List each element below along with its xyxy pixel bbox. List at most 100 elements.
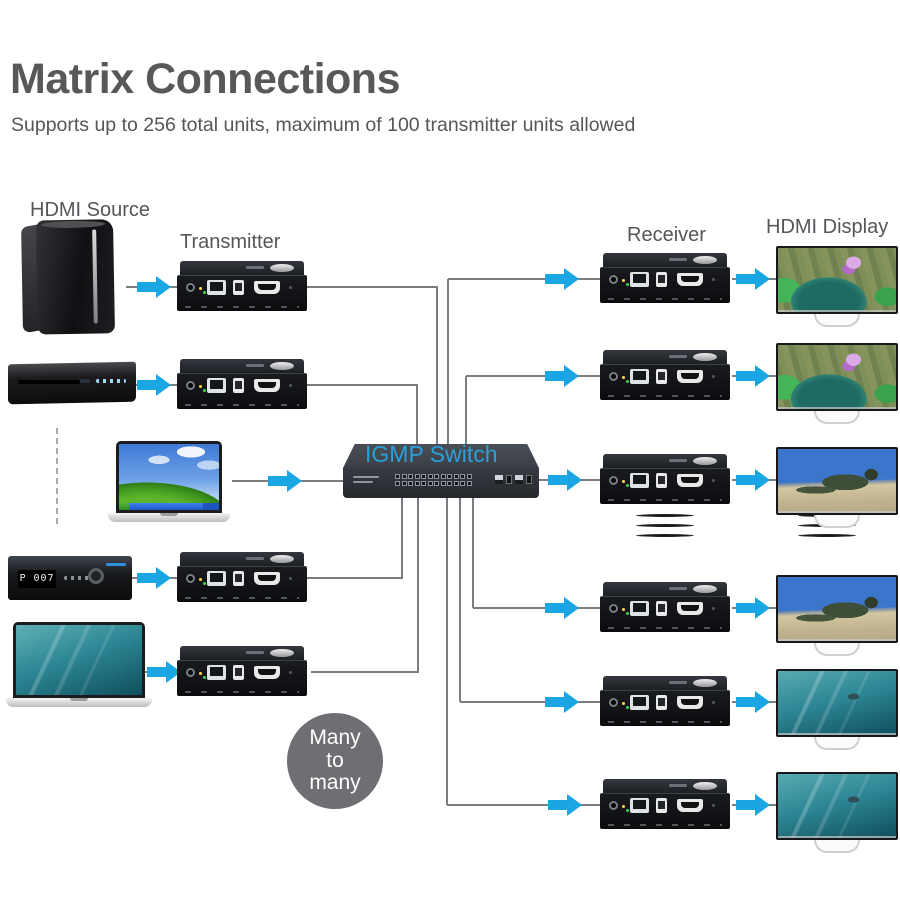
display-screen-lizard <box>776 447 898 515</box>
switch-port <box>460 474 465 479</box>
laptop-wallpaper <box>16 625 142 695</box>
usb-port <box>233 571 244 586</box>
extender-front-face <box>600 267 730 303</box>
usb-port <box>656 272 667 287</box>
switch-port <box>434 474 439 479</box>
flow-arrow-icon <box>548 794 582 816</box>
display-screen-lizard <box>776 575 898 643</box>
source-dvd-player <box>8 361 136 405</box>
port-labels <box>185 597 299 599</box>
display-stand <box>814 515 860 528</box>
extender-top-face <box>603 779 727 793</box>
audio-port <box>609 275 618 284</box>
power-led <box>622 702 625 705</box>
extender-top-face <box>180 646 304 660</box>
more-units-dashed-line <box>56 428 58 524</box>
audio-port <box>186 283 195 292</box>
brand-mark <box>246 557 264 560</box>
brand-mark <box>669 459 687 462</box>
power-led <box>199 672 202 675</box>
power-led <box>199 578 202 581</box>
ethernet-port <box>203 378 226 393</box>
ethernet-port <box>203 665 226 680</box>
audio-port <box>609 801 618 810</box>
connection-line <box>447 804 602 806</box>
connection-line <box>446 492 448 805</box>
usb-port <box>656 369 667 384</box>
switch-port-grid <box>395 474 472 486</box>
hdmi-display-2 <box>776 343 898 424</box>
logo-oval <box>693 353 717 361</box>
power-led <box>622 376 625 379</box>
laptop-screen <box>116 441 222 513</box>
usb-port <box>233 378 244 393</box>
flow-arrow-icon <box>137 567 171 589</box>
switch-port <box>401 474 407 479</box>
laptop-base <box>108 513 230 522</box>
ethernet-port <box>626 695 649 710</box>
display-stand <box>814 840 860 853</box>
label-hdmi-display: HDMI Display <box>766 216 889 238</box>
many-to-many-badge: Many to many <box>287 713 383 809</box>
switch-port <box>447 481 452 486</box>
switch-print <box>353 476 379 486</box>
flow-arrow-icon <box>545 365 579 387</box>
extender-front-face <box>600 690 730 726</box>
power-led <box>622 279 625 282</box>
port-labels <box>185 306 299 308</box>
port-labels <box>608 721 722 723</box>
dvd-disc-tray <box>18 380 80 384</box>
switch-port <box>421 474 426 479</box>
flow-arrow-icon <box>736 268 770 290</box>
hdmi-port <box>254 379 280 392</box>
uplink-rj45-port <box>495 475 503 484</box>
power-led <box>622 805 625 808</box>
flow-arrow-icon <box>736 365 770 387</box>
extender-top-face <box>603 582 727 596</box>
connection-line <box>401 492 403 578</box>
flow-arrow-icon <box>736 794 770 816</box>
switch-port <box>414 481 420 486</box>
stb-logo <box>106 563 126 566</box>
flow-arrow-icon <box>545 268 579 290</box>
usb-port <box>656 473 667 488</box>
system-tray <box>203 503 219 510</box>
power-led <box>199 385 202 388</box>
brand-mark <box>669 681 687 684</box>
more-receivers-ellipsis <box>636 514 694 544</box>
display-stand <box>814 643 860 656</box>
start-button <box>119 503 129 510</box>
switch-top-face <box>343 444 539 468</box>
extender-top-face <box>180 359 304 373</box>
hdmi-display-3 <box>776 447 898 528</box>
extender-front-face <box>177 566 307 602</box>
display-screen-lotus <box>776 343 898 411</box>
transmitter-box-3 <box>177 552 307 602</box>
hdmi-port <box>677 799 703 812</box>
audio-port <box>186 668 195 677</box>
logo-oval <box>693 585 717 593</box>
switch-port <box>408 474 413 479</box>
flow-arrow-icon <box>736 469 770 491</box>
connection-line <box>311 671 419 673</box>
audio-port <box>609 604 618 613</box>
display-screen-ocean <box>776 669 898 737</box>
extender-front-face <box>600 596 730 632</box>
extender-top-face <box>180 552 304 566</box>
flow-arrow-icon <box>736 597 770 619</box>
reset-pinhole <box>712 278 715 281</box>
connection-line <box>447 279 449 460</box>
usb-port <box>233 280 244 295</box>
flow-arrow-icon <box>736 691 770 713</box>
power-led <box>199 287 202 290</box>
switch-port <box>401 481 407 486</box>
audio-port <box>186 381 195 390</box>
switch-port <box>440 474 446 479</box>
dvd-display <box>80 379 90 383</box>
hdmi-display-1 <box>776 246 898 327</box>
label-hdmi-source: HDMI Source <box>30 199 151 221</box>
tower-front <box>35 219 115 335</box>
connection-line <box>417 492 419 672</box>
